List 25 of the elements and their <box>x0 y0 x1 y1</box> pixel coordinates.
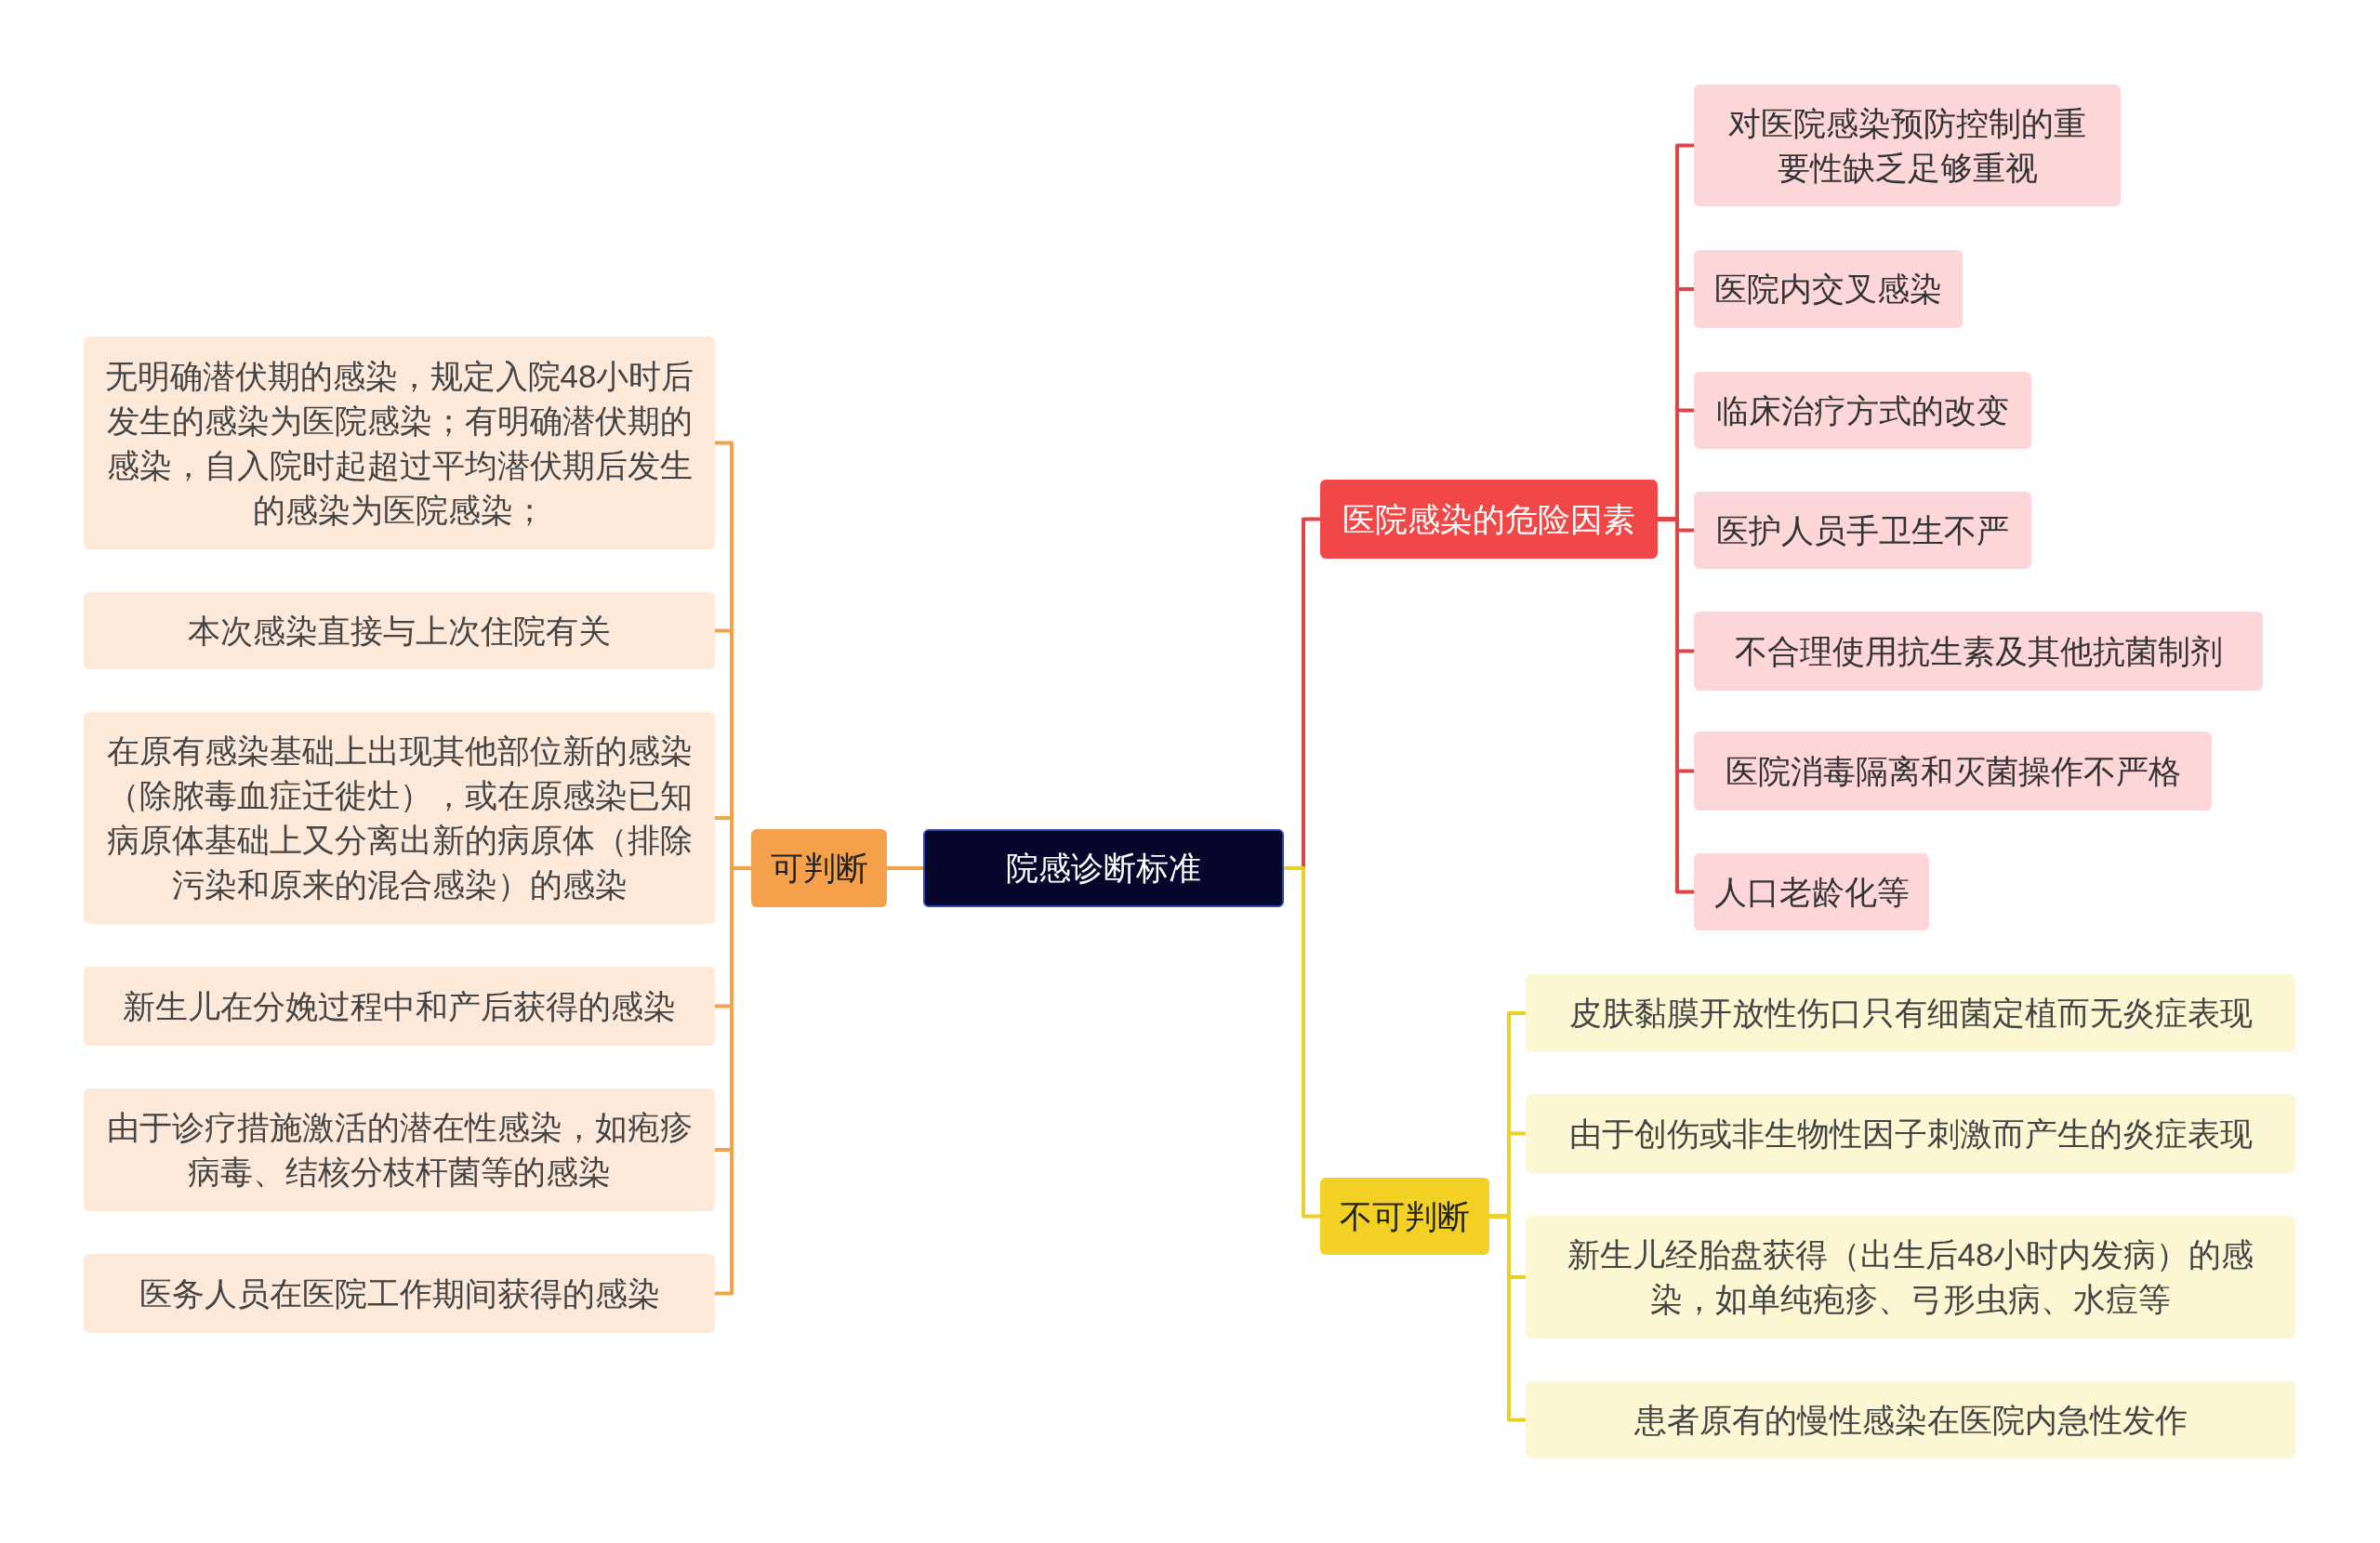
topic-box: 医务人员在医院工作期间获得的感染 <box>84 1254 715 1333</box>
connector-line <box>1489 1214 1526 1422</box>
topic-box: 医院消毒隔离和灭菌操作不严格 <box>1694 732 2212 811</box>
topic-box: 人口老龄化等 <box>1694 853 1929 930</box>
topic-box: 医护人员手卫生不严 <box>1694 492 2031 569</box>
topic-box: 不合理使用抗生素及其他抗菌制剂 <box>1694 612 2263 691</box>
topic-box: 新生儿经胎盘获得（出生后48小时内发病）的感染，如单纯疱疹、弓形虫病、水痘等 <box>1526 1216 2295 1339</box>
topic-box: 患者原有的慢性感染在医院内急性发作 <box>1526 1381 2295 1458</box>
topic-box: 对医院感染预防控制的重要性缺乏足够重视 <box>1694 85 2121 206</box>
branch-topic-box: 可判断 <box>751 829 887 907</box>
connector-line <box>715 866 751 1296</box>
branch-topic-box: 医院感染的危险因素 <box>1320 480 1658 559</box>
root-topic-box: 院感诊断标准 <box>923 829 1284 907</box>
branch-topic-box: 不可判断 <box>1320 1178 1489 1255</box>
topic-box: 医院内交叉感染 <box>1694 250 1963 328</box>
topic-box: 新生儿在分娩过程中和产后获得的感染 <box>84 967 715 1046</box>
topic-box: 临床治疗方式的改变 <box>1694 372 2031 449</box>
topic-box: 无明确潜伏期的感染，规定入院48小时后发生的感染为医院感染；有明确潜伏期的感染，自入院时起超过平均潜伏期后发生的感染为医院感染； <box>84 336 715 549</box>
topic-box: 在原有感染基础上出现其他部位新的感染（除脓毒血症迁徙灶），或在原感染已知病原体基础上又分离出新的病原体（排除污染和原来的混合感染）的感染 <box>84 712 715 924</box>
topic-box: 由于诊疗措施激活的潜在性感染，如疱疹病毒、结核分枝杆菌等的感染 <box>84 1088 715 1211</box>
connector-line <box>1284 866 1320 1219</box>
topic-box: 由于创伤或非生物性因子刺激而产生的炎症表现 <box>1526 1094 2295 1173</box>
topic-box: 皮肤黏膜开放性伤口只有细菌定植而无炎症表现 <box>1526 974 2295 1052</box>
connector-line <box>887 866 923 870</box>
topic-box: 本次感染直接与上次住院有关 <box>84 592 715 669</box>
